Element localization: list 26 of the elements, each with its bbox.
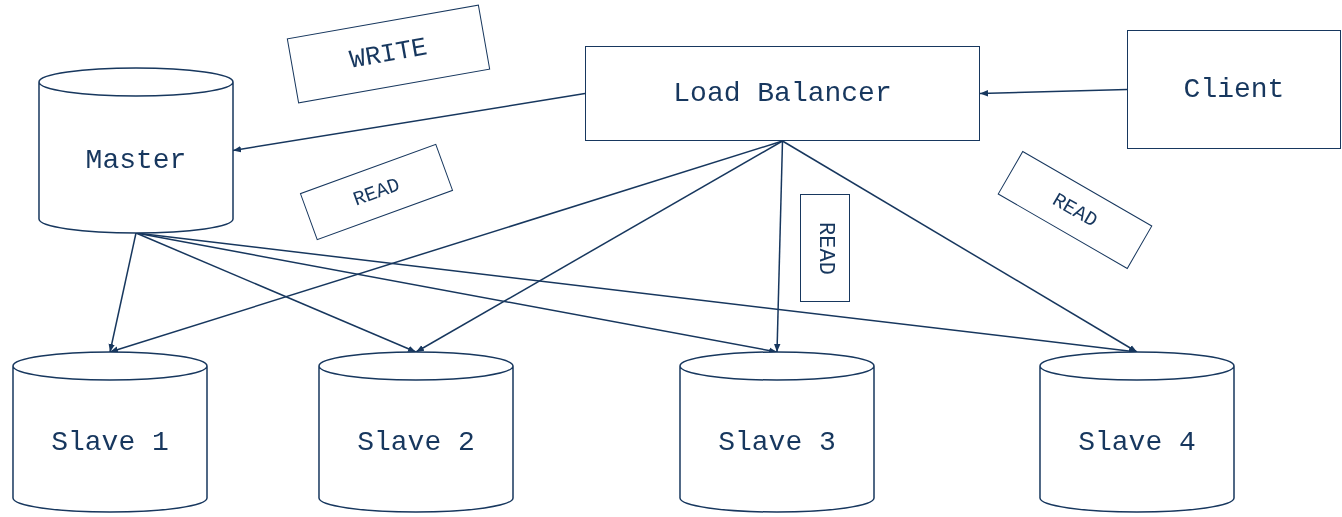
process-box xyxy=(585,46,980,141)
node-label: READ xyxy=(1048,188,1102,232)
process-box xyxy=(800,194,850,302)
process-box xyxy=(1127,30,1341,149)
database-cylinder xyxy=(13,352,207,512)
database-cylinder xyxy=(39,68,233,233)
node-label: READ xyxy=(350,173,403,211)
node-label: Slave 4 xyxy=(1078,426,1196,458)
arrow xyxy=(135,232,417,353)
arrow xyxy=(774,140,784,353)
node-label: Master xyxy=(85,145,187,176)
arrow xyxy=(415,140,784,353)
arrow xyxy=(108,232,137,353)
node-label: READ xyxy=(812,221,838,275)
node-label: Load Balancer xyxy=(673,78,892,109)
node-label: Slave 3 xyxy=(718,426,836,458)
database-cylinder xyxy=(319,352,513,512)
arrow xyxy=(781,140,1138,353)
node-label: WRITE xyxy=(347,32,430,76)
node-label: Slave 1 xyxy=(51,426,169,458)
database-cylinder xyxy=(680,352,874,512)
arrow xyxy=(232,92,586,153)
node-label: Slave 2 xyxy=(357,426,475,458)
arrow xyxy=(979,88,1128,97)
database-cylinder xyxy=(1040,352,1234,512)
node-label: Client xyxy=(1183,74,1285,105)
